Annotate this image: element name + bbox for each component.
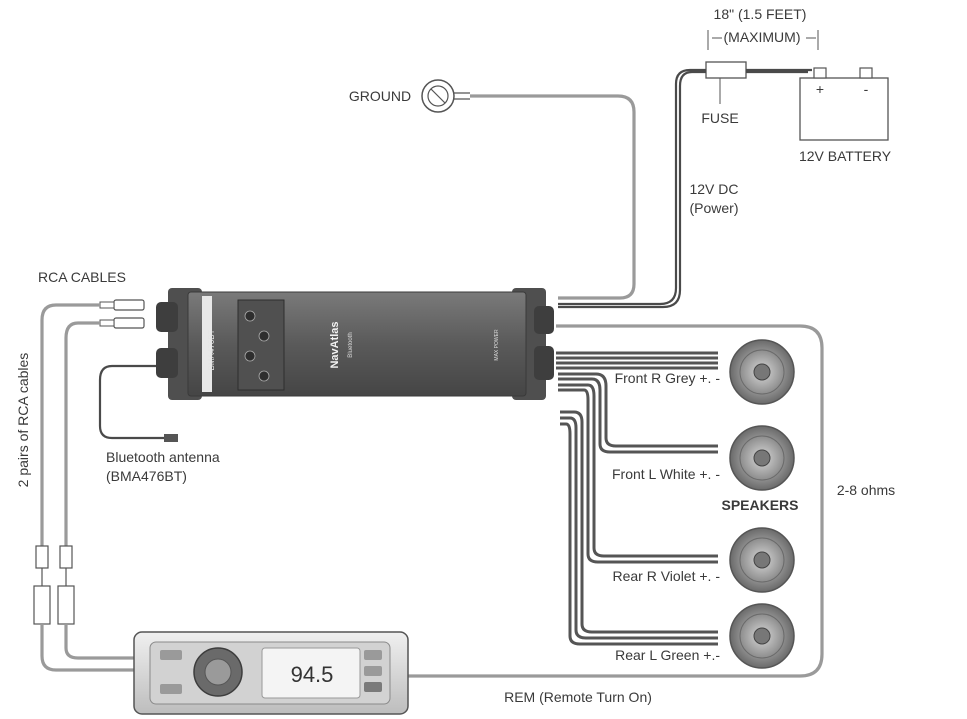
amp-model: BMA476BT	[207, 329, 216, 370]
rem-wire	[408, 324, 824, 678]
ground-wire	[470, 94, 636, 300]
rca-plug-icon	[113, 317, 145, 329]
gain-knob-icon	[244, 350, 256, 362]
power-wire	[558, 68, 812, 306]
antenna-label-line1: Bluetooth antenna	[106, 449, 220, 465]
rear-r-label: Rear R Violet +. -	[612, 568, 720, 584]
battery-minus: -	[864, 81, 869, 97]
amp-port	[156, 348, 178, 378]
impedance-label: 2-8 ohms	[837, 482, 895, 498]
rca-connectors	[99, 299, 145, 329]
amplifier: BMA476BT NavAtlas Bluetooth MAX POWER	[156, 288, 554, 400]
amp-port	[534, 306, 554, 334]
amp-max-power: MAX POWER	[494, 329, 500, 361]
antenna-wire	[98, 364, 164, 440]
fuse: FUSE	[701, 61, 747, 126]
speaker-front-r	[729, 339, 795, 405]
front-l-label: Front L White +. -	[612, 466, 720, 482]
head-unit-display	[261, 647, 361, 699]
head-unit-frequency: 94.5	[291, 662, 334, 687]
gain-knob-icon	[244, 310, 256, 322]
antenna-label-line2: (BMA476BT)	[106, 468, 187, 484]
gain-knob-icon	[258, 370, 270, 382]
ground-label: GROUND	[349, 88, 411, 104]
power-label-line2: (Power)	[689, 200, 738, 216]
rca-plug-icon	[113, 299, 145, 311]
amp-port	[156, 302, 178, 332]
speaker-rear-r	[729, 527, 795, 593]
speaker-front-l	[729, 425, 795, 491]
fuse-label: FUSE	[701, 110, 738, 126]
power-label-line1: 12V DC	[689, 181, 738, 197]
head-unit: 94.5	[133, 631, 409, 715]
amp-bluetooth-badge: Bluetooth	[348, 332, 354, 357]
gain-knob-icon	[258, 330, 270, 342]
rca-pairs-label: 2 pairs of RCA cables	[15, 353, 31, 488]
rear-l-label: Rear L Green +.-	[615, 647, 720, 663]
battery-label: 12V BATTERY	[799, 148, 892, 164]
fuse-length-indicator: 18" (1.5 FEET) (MAXIMUM)	[707, 6, 819, 50]
front-r-label: Front R Grey +. -	[615, 370, 721, 386]
rca-cable	[40, 303, 100, 546]
speaker-wires	[556, 351, 718, 646]
rca-cable	[64, 321, 100, 546]
rca-cables-label: RCA CABLES	[38, 269, 126, 285]
speakers-label: SPEAKERS	[721, 497, 798, 513]
rca-inline-connectors	[33, 545, 75, 625]
amp-brand: NavAtlas	[329, 321, 341, 368]
fuse-length-line1: 18" (1.5 FEET)	[714, 6, 807, 22]
speaker-rear-l	[729, 603, 795, 669]
antenna-plug-icon	[164, 434, 178, 442]
rem-label: REM (Remote Turn On)	[504, 689, 652, 705]
fuse-length-line2: (MAXIMUM)	[724, 29, 801, 45]
battery: + - 12V BATTERY	[799, 67, 892, 164]
ground-terminal: GROUND	[349, 79, 470, 113]
amp-port	[534, 346, 554, 380]
battery-plus: +	[816, 81, 824, 97]
